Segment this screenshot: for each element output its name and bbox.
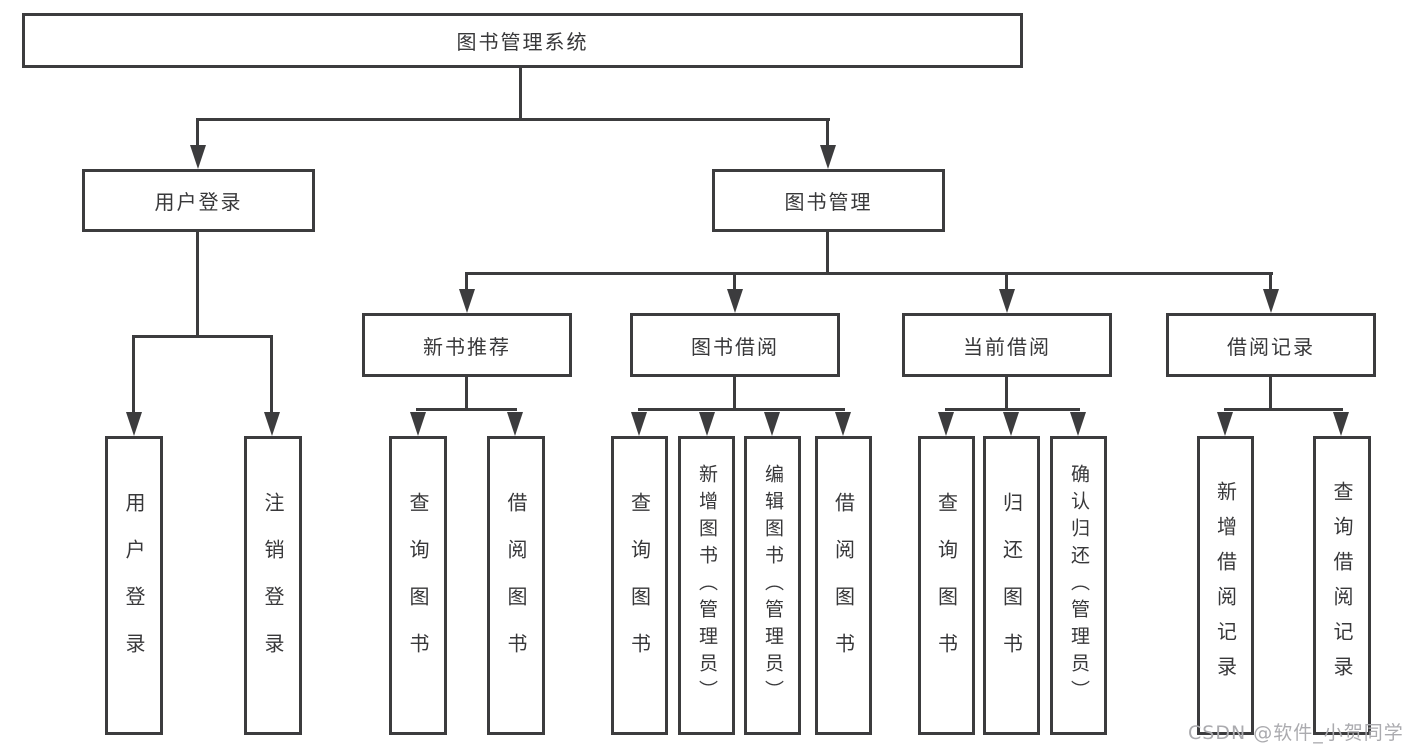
arrowhead-icon <box>126 412 142 436</box>
leaf-borrow-book-2: 借阅图书 <box>815 436 872 735</box>
connector-line <box>519 68 522 121</box>
arrowhead-icon <box>727 289 743 313</box>
connector-line <box>1269 377 1272 411</box>
connector-line <box>416 408 517 411</box>
connector-line <box>196 118 199 147</box>
leaf-query-book-1: 查询图书 <box>389 436 447 735</box>
connector-line <box>826 232 829 275</box>
arrowhead-icon <box>820 145 836 169</box>
node-borrow-record: 借阅记录 <box>1166 313 1376 377</box>
leaf-add-borrow-record: 新增借阅记录 <box>1197 436 1254 735</box>
arrowhead-icon <box>1263 289 1279 313</box>
csdn-watermark: CSDN @软件_小贺同学 <box>1188 722 1404 744</box>
leaf-logout: 注销登录 <box>244 436 302 735</box>
leaf-query-borrow-record: 查询借阅记录 <box>1313 436 1371 735</box>
connector-line <box>466 272 1273 275</box>
arrowhead-icon <box>264 412 280 436</box>
arrowhead-icon <box>999 289 1015 313</box>
connector-line <box>733 377 736 411</box>
connector-line <box>196 232 199 338</box>
node-book-borrow: 图书借阅 <box>630 313 840 377</box>
leaf-query-book-3: 查询图书 <box>918 436 975 735</box>
connector-line <box>1005 272 1008 292</box>
leaf-user-login: 用户登录 <box>105 436 163 735</box>
arrowhead-icon <box>1333 412 1349 436</box>
node-root: 图书管理系统 <box>22 13 1023 68</box>
leaf-query-book-2: 查询图书 <box>611 436 668 735</box>
connector-line <box>465 272 468 292</box>
arrowhead-icon <box>507 412 523 436</box>
connector-line <box>1269 272 1272 292</box>
node-user-login: 用户登录 <box>82 169 315 232</box>
connector-line <box>1224 408 1343 411</box>
connector-line <box>132 335 135 414</box>
leaf-add-book-admin: 新增图书（管理员） <box>678 436 735 735</box>
leaf-confirm-return-admin: 确认归还（管理员） <box>1050 436 1107 735</box>
arrowhead-icon <box>764 412 780 436</box>
leaf-edit-book-admin: 编辑图书（管理员） <box>744 436 801 735</box>
connector-line <box>945 408 1080 411</box>
connector-line <box>733 272 736 292</box>
arrowhead-icon <box>190 145 206 169</box>
arrowhead-icon <box>1003 412 1019 436</box>
arrowhead-icon <box>699 412 715 436</box>
leaf-borrow-book-1: 借阅图书 <box>487 436 545 735</box>
arrowhead-icon <box>631 412 647 436</box>
connector-line <box>132 335 273 338</box>
node-current-borrow: 当前借阅 <box>902 313 1112 377</box>
node-new-book-recommend: 新书推荐 <box>362 313 572 377</box>
node-book-management: 图书管理 <box>712 169 945 232</box>
connector-line <box>826 118 829 147</box>
arrowhead-icon <box>1070 412 1086 436</box>
connector-line <box>638 408 845 411</box>
arrowhead-icon <box>1217 412 1233 436</box>
connector-line <box>197 118 830 121</box>
arrowhead-icon <box>938 412 954 436</box>
leaf-return-book: 归还图书 <box>983 436 1040 735</box>
connector-line <box>1005 377 1008 411</box>
arrowhead-icon <box>410 412 426 436</box>
arrowhead-icon <box>459 289 475 313</box>
connector-line <box>270 335 273 414</box>
arrowhead-icon <box>835 412 851 436</box>
connector-line <box>465 377 468 411</box>
